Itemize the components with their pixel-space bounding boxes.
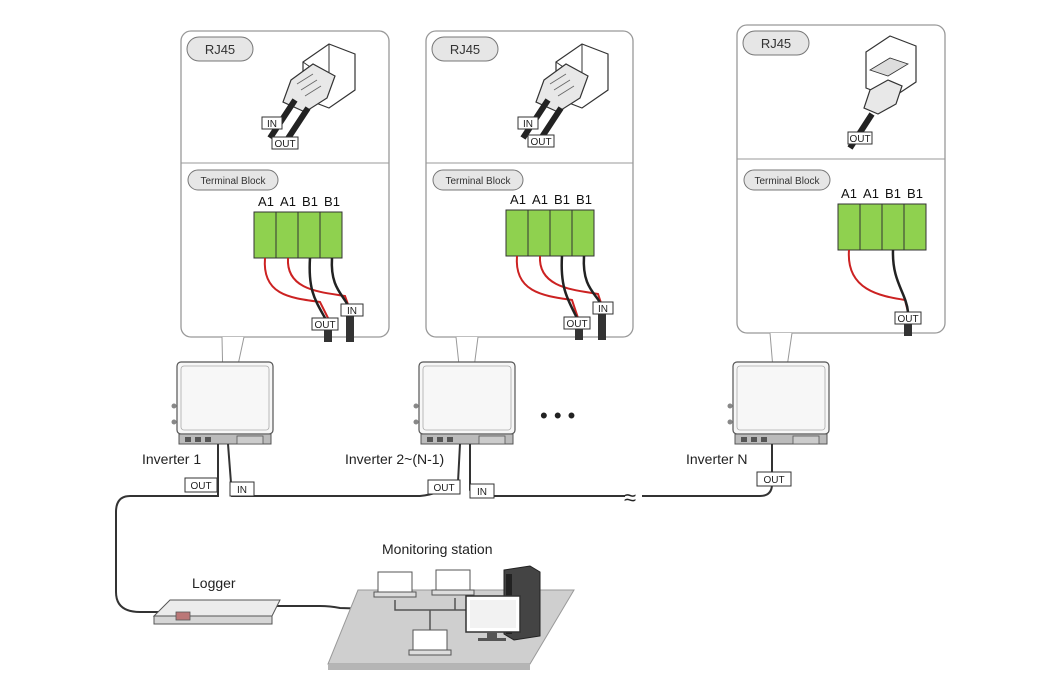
inverter-1-in-tag: IN bbox=[237, 485, 247, 496]
inverter-2-label: Inverter 2~(N-1) bbox=[345, 451, 444, 467]
inverter-2-out-tag: OUT bbox=[433, 483, 454, 494]
inverter-1-label: Inverter 1 bbox=[142, 451, 201, 467]
tb-out-tag: OUT bbox=[314, 320, 335, 331]
tb-out-tag: OUT bbox=[897, 314, 918, 325]
logger-device-icon bbox=[152, 599, 281, 625]
inverter-n-unit bbox=[726, 361, 830, 445]
laptop-icon bbox=[408, 629, 452, 656]
pin-label: A1 bbox=[841, 186, 857, 201]
pin-label: B1 bbox=[554, 192, 570, 207]
inverter-2-unit bbox=[412, 361, 516, 445]
monitoring-station-platform bbox=[327, 565, 575, 670]
inverter-1-unit bbox=[170, 361, 274, 445]
rj45-pill: RJ45 bbox=[431, 36, 499, 62]
terminal-block-pill: Terminal Block bbox=[743, 169, 831, 191]
inverter-n-out-tag: OUT bbox=[763, 475, 784, 486]
rj45-socket-icon bbox=[863, 35, 917, 115]
laptop-icon bbox=[373, 571, 417, 598]
monitor-icon bbox=[465, 595, 521, 641]
rj45-in-tag: IN bbox=[267, 119, 277, 130]
terminal-block bbox=[505, 209, 595, 257]
rj45-out-tag: OUT bbox=[274, 139, 295, 150]
logger-label: Logger bbox=[192, 575, 236, 591]
rj45-label: RJ45 bbox=[205, 42, 235, 57]
terminal-block-label: Terminal Block bbox=[754, 176, 820, 187]
terminal-block-pill: Terminal Block bbox=[432, 169, 524, 191]
rj45-label: RJ45 bbox=[761, 36, 791, 51]
pin-label: B1 bbox=[302, 194, 318, 209]
terminal-block-label: Terminal Block bbox=[445, 176, 511, 187]
pin-label: A1 bbox=[532, 192, 548, 207]
inverter-n-label: Inverter N bbox=[686, 451, 747, 467]
terminal-block bbox=[253, 211, 343, 259]
laptop-icon bbox=[431, 569, 475, 596]
rj45-out-tag: OUT bbox=[849, 134, 870, 145]
monitoring-station-label: Monitoring station bbox=[382, 541, 493, 557]
tb-in-tag: IN bbox=[598, 304, 608, 315]
panel-inverter-n: RJ45 OUT Terminal Block A1 A1 B1 B1 OUT bbox=[736, 24, 946, 429]
ellipsis: • • • bbox=[540, 403, 575, 428]
pin-label: A1 bbox=[280, 194, 296, 209]
terminal-block-pill: Terminal Block bbox=[187, 169, 279, 191]
rj45-label: RJ45 bbox=[450, 42, 480, 57]
terminal-block-label: Terminal Block bbox=[200, 176, 266, 187]
rj45-out-tag: OUT bbox=[530, 137, 551, 148]
pin-label: A1 bbox=[258, 194, 274, 209]
cable-break-symbol: ≈ bbox=[624, 485, 636, 510]
tb-out-tag: OUT bbox=[566, 319, 587, 330]
panel-inverter-2: RJ45 IN OUT Terminal Block A1 A1 B1 B1 O… bbox=[425, 30, 634, 431]
pin-label: A1 bbox=[863, 186, 879, 201]
inverter-2-in-tag: IN bbox=[477, 487, 487, 498]
terminal-block bbox=[837, 203, 927, 251]
pin-label: A1 bbox=[510, 192, 526, 207]
tb-in-tag: IN bbox=[347, 306, 357, 317]
rj45-in-tag: IN bbox=[523, 119, 533, 130]
pin-label: B1 bbox=[576, 192, 592, 207]
inverter-1-out-tag: OUT bbox=[190, 481, 211, 492]
pin-label: B1 bbox=[324, 194, 340, 209]
pin-label: B1 bbox=[907, 186, 923, 201]
rj45-pill: RJ45 bbox=[186, 36, 254, 62]
pin-label: B1 bbox=[885, 186, 901, 201]
rj45-pill: RJ45 bbox=[742, 30, 810, 56]
